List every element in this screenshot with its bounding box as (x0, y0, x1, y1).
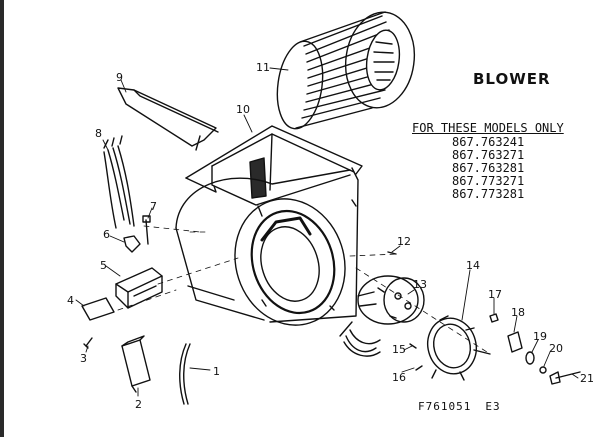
leader-lines (75, 67, 579, 397)
cut-off-plate (117, 87, 219, 151)
callout-5: 5 (100, 259, 107, 272)
figure-number: F761051 (418, 400, 472, 413)
callout-4: 4 (67, 294, 74, 307)
callout-14: 14 (466, 259, 480, 272)
callout-13: 13 (413, 278, 427, 291)
plate-part-4 (81, 297, 115, 321)
model-number: 867.763271 (452, 148, 525, 162)
capacitor-part-2 (121, 335, 151, 393)
diagram-title: BLOWER (473, 70, 551, 88)
model-number: 867.763281 (452, 161, 525, 175)
callout-6: 6 (103, 228, 110, 241)
wire-harness (103, 135, 135, 229)
callout-10: 10 (236, 103, 250, 116)
callout-2: 2 (135, 398, 142, 411)
strap-part-1 (179, 343, 191, 405)
model-number: 867.773281 (452, 187, 525, 201)
callout-16: 16 (392, 371, 406, 384)
callout-11: 11 (256, 61, 270, 74)
small-hardware-15-16 (409, 343, 423, 371)
screw-part-12 (387, 251, 397, 255)
callout-9: 9 (116, 71, 123, 84)
model-number: 867.773271 (452, 174, 525, 188)
model-number: 867.763241 (452, 135, 525, 149)
assembly-lines (117, 225, 491, 355)
callout-15: 15 (392, 343, 406, 356)
blower-motor (339, 275, 425, 357)
model-list: 867.763241 867.763271 867.763281 867.773… (452, 136, 524, 201)
callout-1: 1 (213, 365, 220, 378)
screw-part-7 (142, 215, 151, 245)
hardware-stack (489, 313, 581, 385)
callout-8: 8 (95, 127, 102, 140)
callout-7: 7 (150, 200, 157, 213)
callout-19: 19 (533, 330, 547, 343)
figure-revision: E3 (485, 400, 501, 413)
models-header: FOR THESE MODELS ONLY (412, 121, 564, 135)
callout-20: 20 (549, 342, 563, 355)
callout-18: 18 (511, 306, 525, 319)
callout-21: 21 (580, 372, 594, 385)
figure-code: F761051 E3 (418, 400, 501, 413)
bracket-part-5 (115, 267, 163, 309)
motor-mount-ring (427, 315, 491, 381)
blower-wheel (276, 11, 416, 130)
blower-housing (175, 125, 363, 326)
clip-part-6 (123, 235, 141, 253)
callout-12: 12 (397, 235, 411, 248)
scan-edge-bar (0, 0, 4, 437)
callout-17: 17 (488, 288, 502, 301)
callout-3: 3 (80, 352, 87, 365)
